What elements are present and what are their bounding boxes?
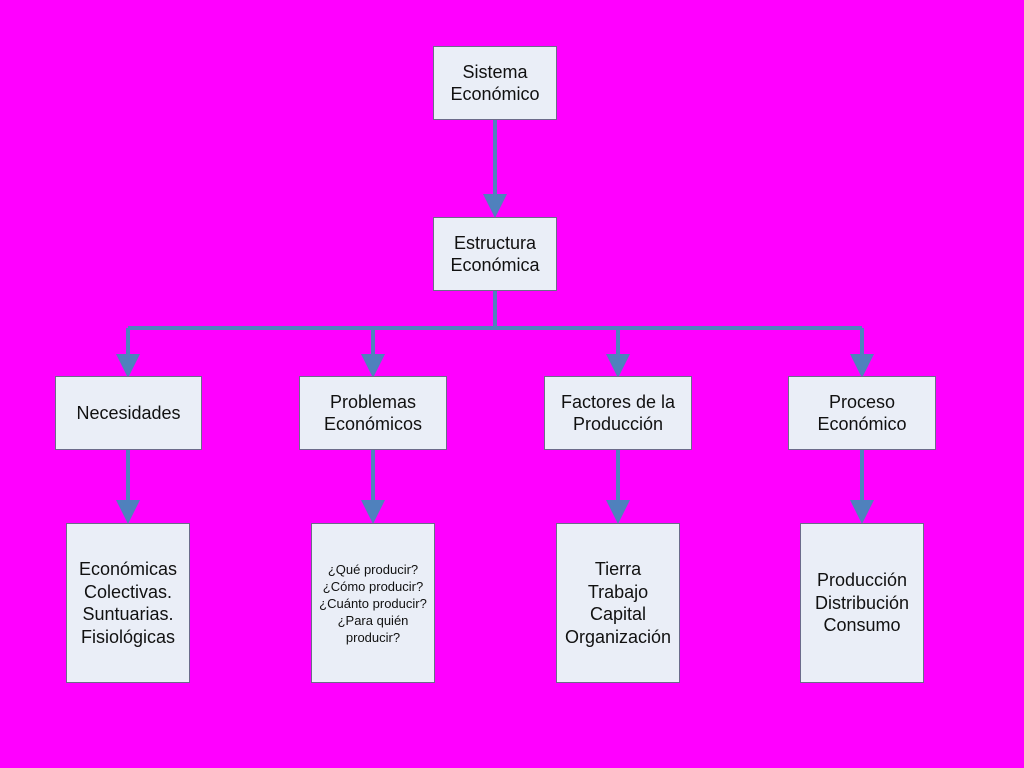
node-line: ¿Para quién	[337, 612, 409, 628]
node-line: Fisiológicas	[80, 626, 176, 647]
node-line: ¿Cómo producir?	[322, 578, 424, 594]
node-line: Económicas	[78, 559, 178, 579]
node-line: Problemas	[329, 391, 417, 412]
node-line: Proceso	[828, 391, 896, 412]
node-line: Producción	[572, 414, 664, 434]
node-problemas-economicos: Problemas Económicos	[299, 376, 447, 450]
node-factores-de-la-produccion: Factores de la Producción	[544, 376, 692, 450]
node-estructura-economica: Estructura Económica	[433, 217, 557, 291]
node-line: Sistema	[462, 61, 528, 82]
node-line: Tierra	[594, 559, 642, 579]
node-line: Colectivas.	[83, 581, 173, 602]
node-line: Suntuarias.	[82, 604, 174, 624]
node-line: Organización	[564, 626, 672, 647]
node-line: ¿Qué producir?	[327, 562, 419, 577]
node-factores-detail: Tierra Trabajo Capital Organización	[556, 523, 680, 683]
node-proceso-detail: Producción Distribución Consumo	[800, 523, 924, 683]
node-line: ¿Cuánto producir?	[319, 595, 427, 611]
node-line: Distribución	[814, 592, 910, 613]
node-line: Factores de la	[560, 391, 676, 412]
node-line: Económico	[817, 414, 907, 434]
node-necesidades-detail: Económicas Colectivas. Suntuarias. Fisio…	[66, 523, 190, 683]
node-line: producir?	[345, 629, 401, 645]
node-problemas-detail: ¿Qué producir? ¿Cómo producir? ¿Cuánto p…	[311, 523, 435, 683]
node-sistema-economico: Sistema Económico	[433, 46, 557, 120]
node-line: Económicos	[323, 414, 423, 434]
node-line: Consumo	[823, 615, 901, 636]
node-necesidades: Necesidades	[55, 376, 202, 450]
node-line: Capital	[589, 604, 647, 624]
node-line: Necesidades	[76, 402, 181, 423]
node-proceso-economico: Proceso Económico	[788, 376, 936, 450]
node-line: Económico	[450, 84, 540, 104]
node-line: Económica	[450, 255, 540, 275]
node-line: Producción	[816, 570, 908, 591]
node-line: Estructura	[453, 232, 537, 253]
node-line: Trabajo	[587, 581, 649, 602]
